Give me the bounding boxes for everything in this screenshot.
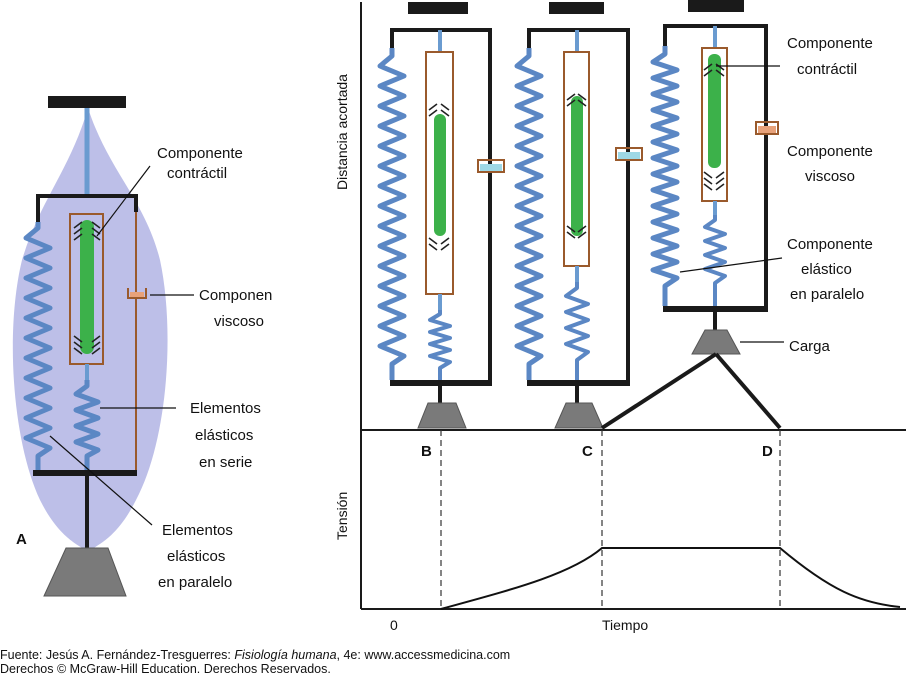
right-axes: Distancia acortada Tensión 0 Tiempo	[334, 2, 906, 633]
label-parallel-a-1: Elementos	[162, 522, 233, 539]
parallel-spring-c	[514, 48, 544, 380]
series-spring-d	[703, 215, 727, 306]
label-series-a-3: en serie	[199, 454, 252, 471]
label-parallel-a-2: elásticos	[167, 548, 225, 565]
contractile-filament-a	[80, 220, 94, 354]
label-elastic-d-3: en paralelo	[790, 286, 864, 303]
x-axis-label: Tiempo	[602, 617, 648, 633]
load-b	[417, 402, 467, 429]
label-series-a-1: Elementos	[190, 400, 261, 417]
model-c	[514, 2, 643, 429]
dashpot-c	[615, 147, 643, 161]
label-parallel-a-3: en paralelo	[158, 574, 232, 591]
model-d: Componente contráctil Componente viscoso…	[600, 0, 873, 430]
label-viscous-a-2: viscoso	[214, 313, 264, 330]
dashpot-d	[755, 121, 779, 135]
label-contractile-a-2: contráctil	[167, 165, 227, 182]
label-viscous-d-1: Componente	[787, 143, 873, 160]
tension-graph: B C D	[421, 430, 901, 610]
bottom-bar-a	[33, 470, 137, 476]
parallel-spring-d	[650, 46, 680, 306]
source-footer: Fuente: Jesús A. Fernández-Tresguerres: …	[0, 648, 906, 676]
x-zero-label: 0	[390, 617, 398, 633]
label-contractile-d-2: contráctil	[797, 61, 857, 78]
tension-curve	[440, 547, 901, 610]
panel-a: Componente contráctil Componen viscoso E…	[12, 96, 272, 597]
label-elastic-d-1: Componente	[787, 236, 873, 253]
dashpot-b	[477, 159, 505, 173]
source-line: Fuente: Jesús A. Fernández-Tresguerres: …	[0, 648, 906, 662]
label-contractile-a-1: Componente	[157, 145, 243, 162]
label-viscous-d-2: viscoso	[805, 168, 855, 185]
phase-letter-b: B	[421, 443, 432, 460]
frame-top-a	[36, 194, 138, 225]
ylabel-shortening: Distancia acortada	[334, 74, 350, 190]
model-b	[377, 2, 505, 429]
label-elastic-d-2: elástico	[801, 261, 852, 278]
load-c	[554, 402, 604, 429]
book-title: Fisiología humana	[234, 648, 337, 662]
source-prefix: Fuente: Jesús A. Fernández-Tresguerres:	[0, 648, 235, 662]
source-suffix: , 4e: www.accessmedicina.com	[336, 648, 511, 662]
label-series-a-2: elásticos	[195, 427, 253, 444]
label-viscous-a-1: Componen	[199, 287, 272, 304]
phase-letter-d: D	[762, 443, 773, 460]
load-d	[691, 329, 741, 355]
phase-letter-c: C	[582, 443, 593, 460]
series-spring-c	[564, 282, 590, 380]
load-a	[43, 547, 127, 597]
ylabel-tension: Tensión	[334, 492, 350, 540]
label-contractile-d-1: Componente	[787, 35, 873, 52]
panel-letter-a: A	[16, 531, 27, 548]
parallel-spring-a	[23, 222, 53, 470]
series-spring-a	[73, 380, 101, 470]
label-load: Carga	[789, 338, 831, 355]
top-anchor-a	[48, 96, 126, 108]
copyright-line: Derechos © McGraw-Hill Education. Derech…	[0, 662, 331, 676]
dashpot-a	[127, 288, 147, 299]
series-spring-b	[428, 310, 452, 380]
parallel-spring-b	[377, 48, 407, 380]
